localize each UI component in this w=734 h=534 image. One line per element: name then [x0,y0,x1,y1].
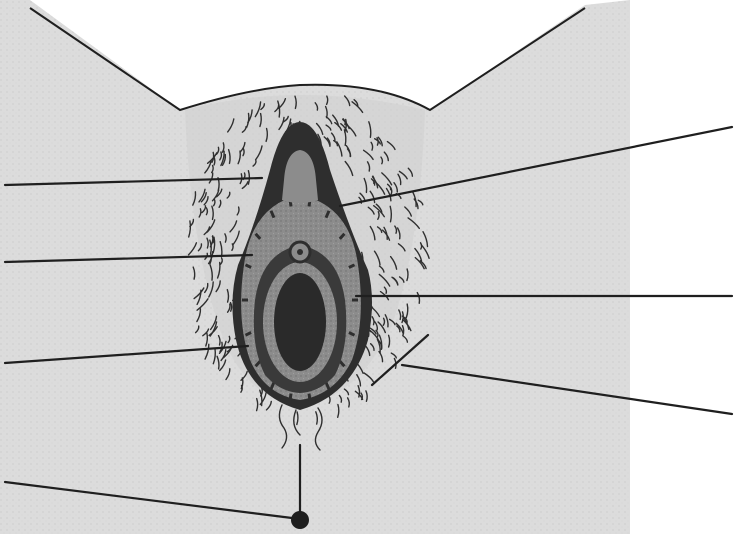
ring-segment [290,394,291,402]
right-margin [630,0,734,534]
ring-segment [309,394,310,402]
anchor-dot [291,511,309,529]
inner-opening [274,273,326,371]
small-circle-center [297,249,303,255]
